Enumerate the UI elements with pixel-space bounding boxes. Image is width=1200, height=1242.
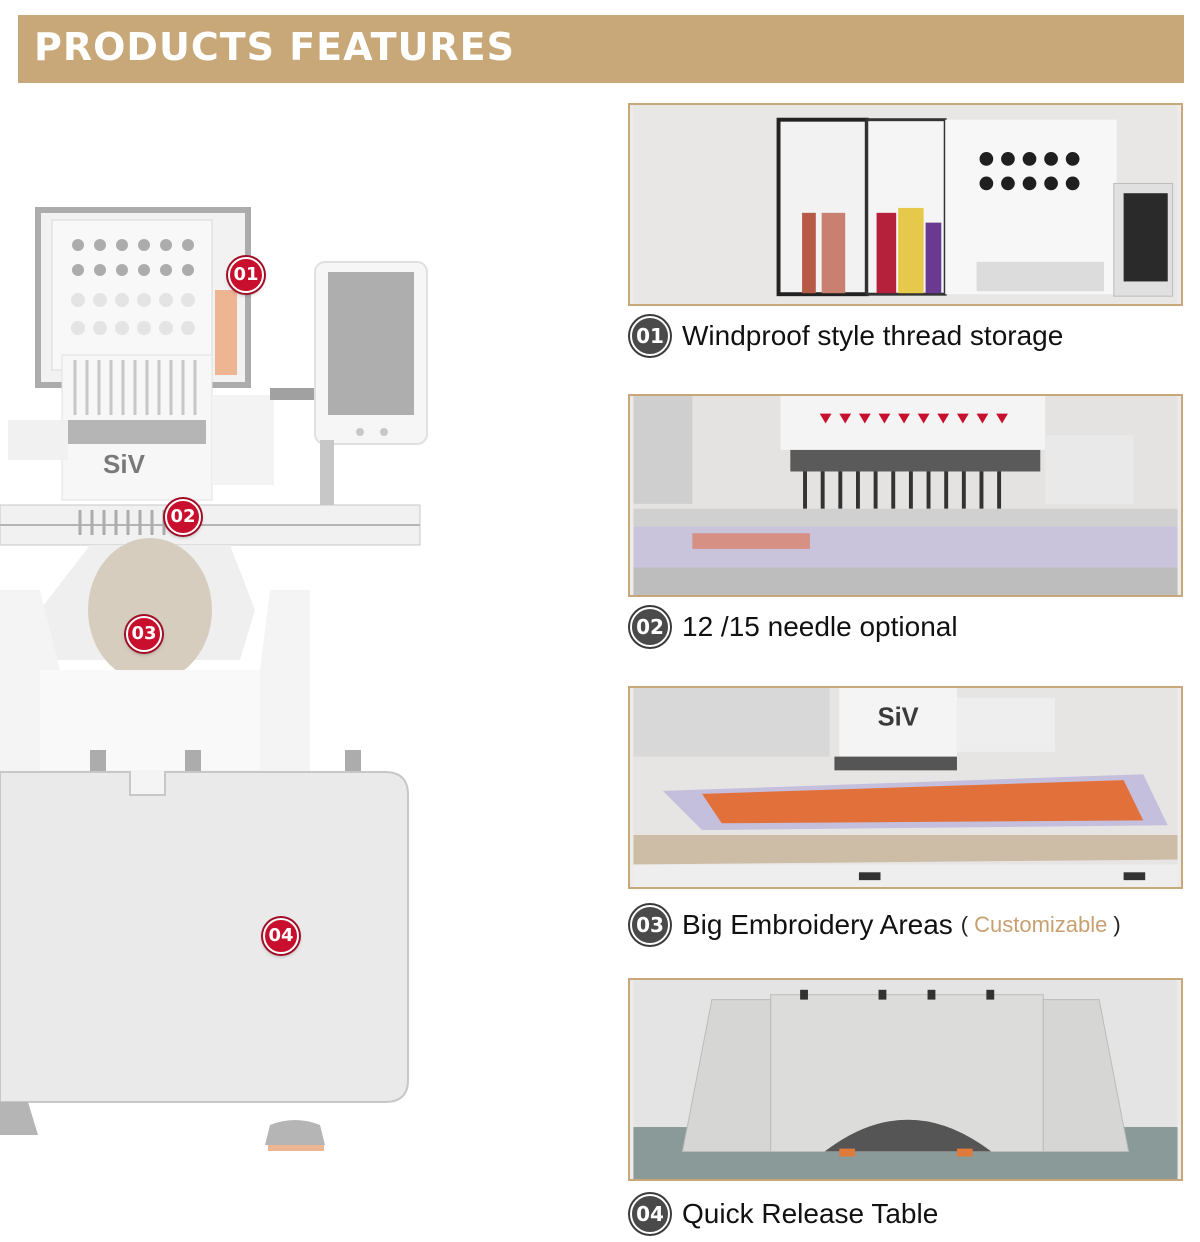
marker-01: 01 — [228, 257, 264, 293]
machine-drawing — [0, 207, 428, 1151]
caption-number-04: 04 — [630, 1194, 670, 1234]
caption-04: 04 Quick Release Table — [630, 1194, 938, 1234]
page-title: PRODUCTS FEATURES — [34, 25, 515, 69]
machine-brand-label: SiV — [103, 449, 145, 479]
photo-thread-storage — [628, 103, 1183, 306]
photo-embroidery-area: SiV — [628, 686, 1183, 889]
caption-text-01: Windproof style thread storage — [682, 320, 1064, 351]
photo-needles-art — [633, 396, 1178, 595]
caption-text-02: 12 /15 needle optional — [682, 611, 958, 642]
caption-note-close: ) — [1113, 912, 1121, 937]
marker-02: 02 — [165, 499, 201, 535]
machine-illustration: 01 02 03 04 — [0, 190, 440, 1160]
photo-embroidery-area-art: SiV — [633, 688, 1178, 887]
caption-02: 02 12 /15 needle optional — [630, 607, 958, 647]
caption-01: 01 Windproof style thread storage — [630, 316, 1063, 356]
photo-quick-release-table-art — [633, 980, 1178, 1179]
caption-note-customizable: Customizable — [974, 912, 1108, 937]
caption-number-03: 03 — [630, 905, 670, 945]
photo-brand-mark: SiV — [878, 703, 919, 731]
caption-note-open: ( — [960, 912, 969, 937]
photo-quick-release-table — [628, 978, 1183, 1181]
header-banner: PRODUCTS FEATURES — [18, 15, 1184, 83]
marker-04: 04 — [263, 918, 299, 954]
caption-text-03: Big Embroidery Areas — [682, 909, 953, 940]
photo-needles — [628, 394, 1183, 597]
photo-thread-storage-art — [633, 105, 1178, 304]
caption-text-04: Quick Release Table — [682, 1198, 939, 1229]
caption-number-01: 01 — [630, 316, 670, 356]
caption-number-02: 02 — [630, 607, 670, 647]
caption-03: 03 Big Embroidery Areas ( Customizable ) — [630, 905, 1121, 945]
marker-03: 03 — [126, 616, 162, 652]
